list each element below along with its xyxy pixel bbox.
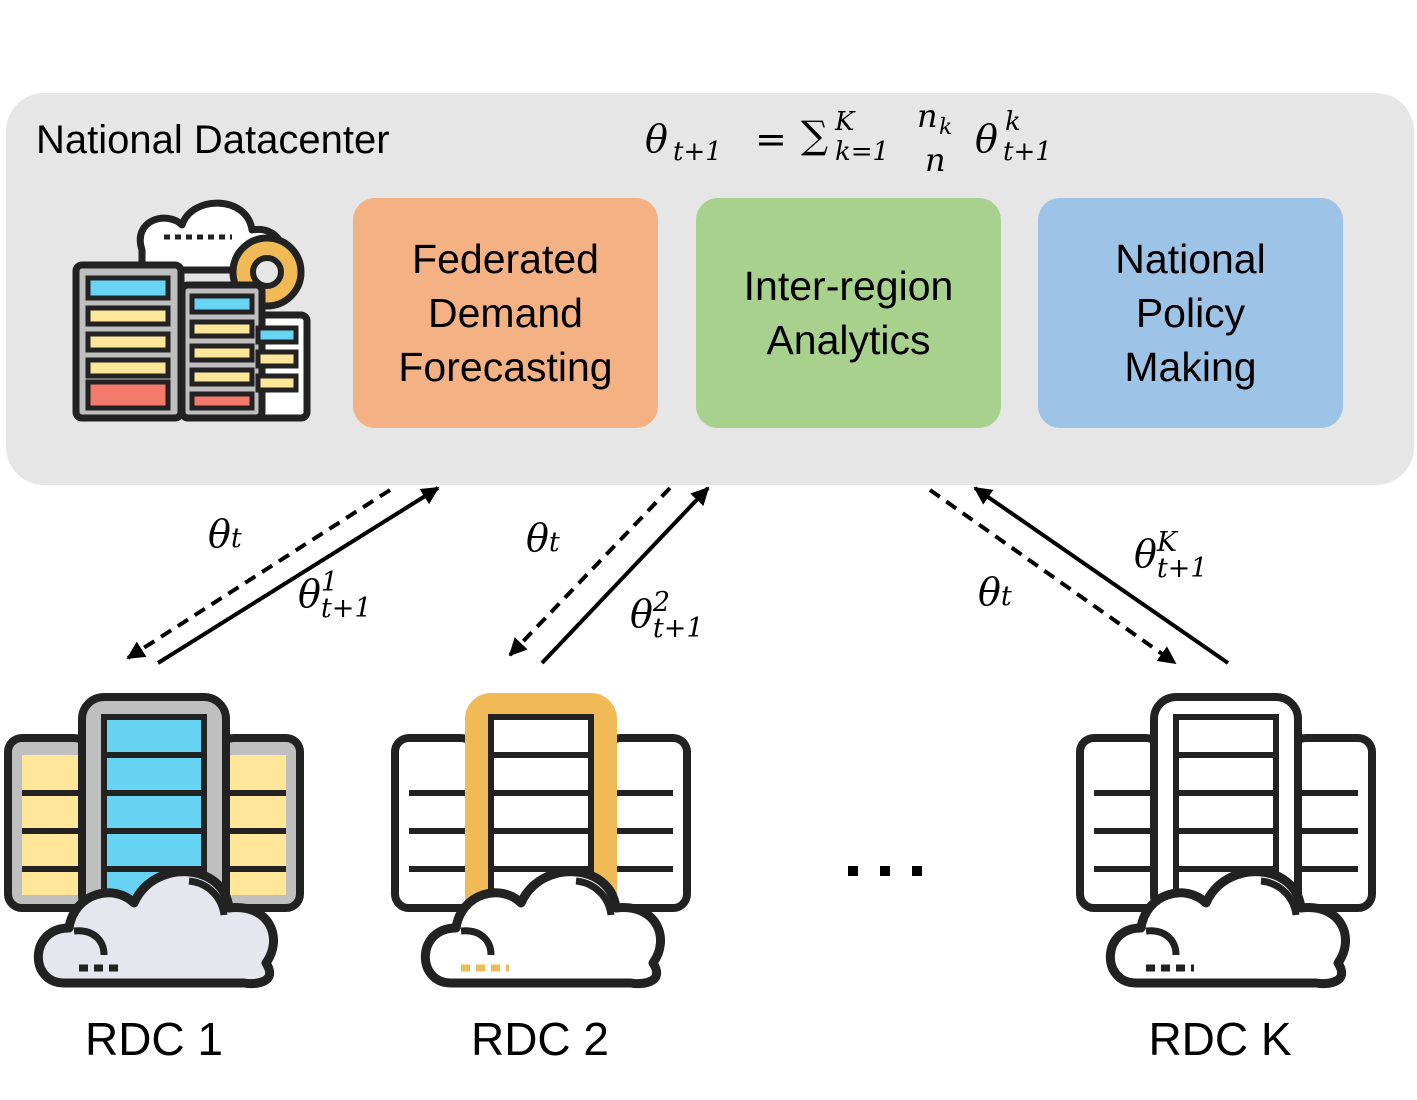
subscript: t+1 xyxy=(652,613,704,644)
up-arrow-rdck xyxy=(973,486,1230,665)
formula-rhs: θ xyxy=(975,117,998,161)
server-cloud-icon-rdc2 xyxy=(391,693,691,989)
formula-frac-num-sub: k xyxy=(939,115,953,140)
rdc-k-label: RDC K xyxy=(1148,1013,1292,1065)
theta-symbol: θ xyxy=(526,516,549,560)
panel-title: National Datacenter xyxy=(36,118,390,162)
formula-rhs-sub: t+1 xyxy=(1003,137,1052,167)
subscript: t xyxy=(230,523,242,554)
formula-lhs: θ xyxy=(645,117,668,161)
server-cloud-icon-rdc1 xyxy=(4,693,304,989)
subscript: t xyxy=(1000,581,1012,612)
formula-frac-den: n xyxy=(925,141,946,179)
superscript: 2 xyxy=(652,587,671,618)
national-policy-making-box: National Policy Making xyxy=(1038,198,1343,428)
down-arrow-rdck xyxy=(928,488,1177,665)
formula-equals: = xyxy=(755,117,787,161)
theta-symbol: θ xyxy=(978,570,1001,614)
down-arrow-rdc1 xyxy=(126,488,392,660)
rdc-1-label: RDC 1 xyxy=(84,1013,224,1065)
link-rdc2-down-label: θt xyxy=(526,516,560,560)
ellipsis-dots xyxy=(848,866,922,876)
inter-region-analytics-box: Inter-region Analytics xyxy=(696,198,1001,428)
link-rdck-down-label: θt xyxy=(978,570,1012,614)
datacenter-gear-icon xyxy=(72,199,311,422)
subscript: t+1 xyxy=(1156,553,1208,584)
formula-sum: ∑ xyxy=(801,113,829,157)
formula-frac-num: n xyxy=(917,97,938,135)
theta-symbol: θ xyxy=(630,592,653,636)
formula-sum-sup: K xyxy=(835,107,855,137)
subscript: t+1 xyxy=(320,593,372,624)
theta-symbol: θ xyxy=(208,512,231,556)
superscript: K xyxy=(1156,527,1178,558)
up-arrow-rdc2 xyxy=(540,486,710,665)
link-rdc1-down-label: θt xyxy=(208,512,242,556)
theta-symbol: θ xyxy=(298,572,321,616)
theta-symbol: θ xyxy=(1134,532,1157,576)
superscript: 1 xyxy=(320,567,339,598)
federated-demand-forecasting-box: Federated Demand Forecasting xyxy=(353,198,658,428)
up-arrow-rdc1 xyxy=(156,486,440,665)
formula-lhs-sub: t+1 xyxy=(673,137,722,167)
rdc-2-label: RDC 2 xyxy=(470,1013,610,1065)
subscript: t xyxy=(548,527,560,558)
server-cloud-icon-rdck xyxy=(1076,693,1376,989)
formula-rhs-sup: k xyxy=(1005,107,1021,137)
formula-sum-sub: k=1 xyxy=(835,137,890,167)
link-arrows xyxy=(126,486,1230,665)
